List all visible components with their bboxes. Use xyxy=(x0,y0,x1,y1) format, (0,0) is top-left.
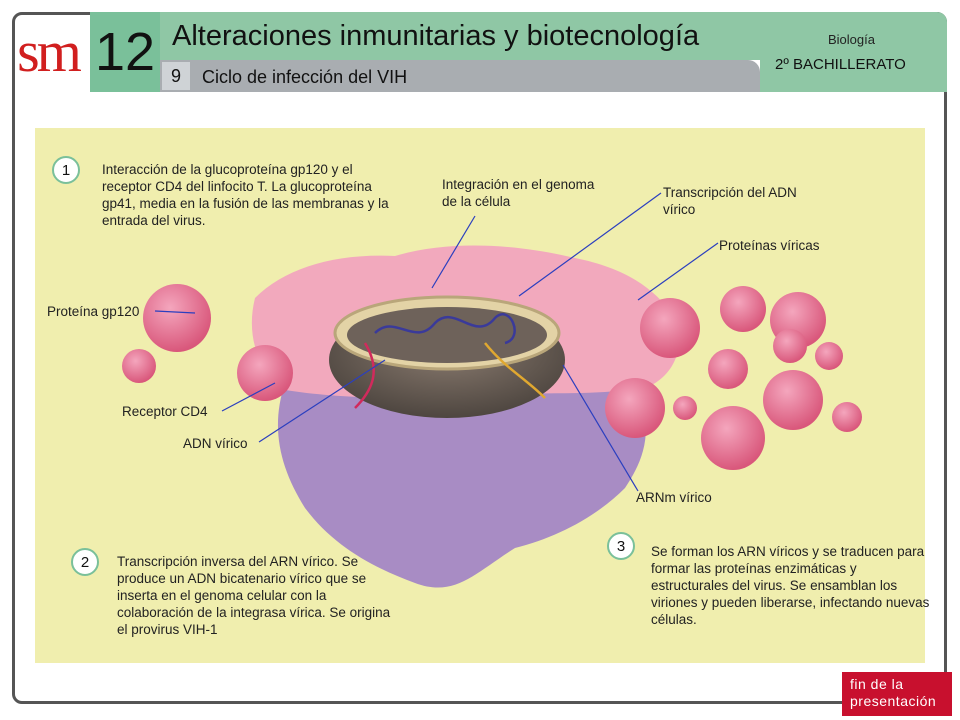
label-gp120: Proteína gp120 xyxy=(47,304,140,319)
virus xyxy=(122,349,156,383)
step-1-text: Interacción de la glucoproteína gp120 y … xyxy=(102,162,389,228)
virus xyxy=(701,406,765,470)
step-3-badge: 3 xyxy=(607,532,635,560)
subtitle-band xyxy=(160,60,760,92)
virus xyxy=(832,402,862,432)
virus xyxy=(720,286,766,332)
dna-strands xyxy=(374,313,516,345)
virus xyxy=(143,284,211,352)
title-band xyxy=(160,12,760,60)
sm-logo: sm xyxy=(17,18,82,84)
label-cd4: Receptor CD4 xyxy=(122,404,208,419)
virus xyxy=(640,298,700,358)
nucleus-top xyxy=(347,307,547,363)
leader-lines xyxy=(154,192,719,492)
hiv-cycle-illustration xyxy=(122,192,862,588)
end-presentation-button[interactable]: fin de la presentación xyxy=(842,672,952,716)
label-transcription: Transcripción del ADN vírico xyxy=(663,185,797,217)
course-label: 2º BACHILLERATO xyxy=(775,56,906,73)
step-1-badge: 1 xyxy=(52,156,80,184)
virus xyxy=(815,342,843,370)
step-2-badge: 2 xyxy=(71,548,99,576)
label-viral-proteins: Proteínas víricas xyxy=(719,238,820,253)
cell-cytoplasm-lower xyxy=(277,373,646,588)
course-band xyxy=(760,12,947,92)
step-2-text: Transcripción inversa del ARN vírico. Se… xyxy=(117,554,391,637)
virus xyxy=(605,378,665,438)
subject-label: Biología xyxy=(828,32,875,47)
virus-particles xyxy=(122,284,862,470)
page-title: Alteraciones inmunitarias y biotecnologí… xyxy=(172,20,700,52)
viral-dna-strand xyxy=(354,342,375,409)
virus xyxy=(708,349,748,389)
virus xyxy=(237,345,293,401)
chapter-number: 12 xyxy=(90,12,160,92)
virus xyxy=(763,370,823,430)
virus xyxy=(673,396,697,420)
label-integration: Integración en el genoma de la célula xyxy=(442,177,595,209)
section-title: Ciclo de infección del VIH xyxy=(202,67,408,87)
mrna-strand xyxy=(484,342,546,399)
section-number: 9 xyxy=(162,62,190,90)
label-viral-mrna: ARNm vírico xyxy=(636,490,712,505)
virus xyxy=(773,329,807,363)
label-viral-dna: ADN vírico xyxy=(183,436,248,451)
step-3-text: Se forman los ARN víricos y se traducen … xyxy=(651,544,930,627)
